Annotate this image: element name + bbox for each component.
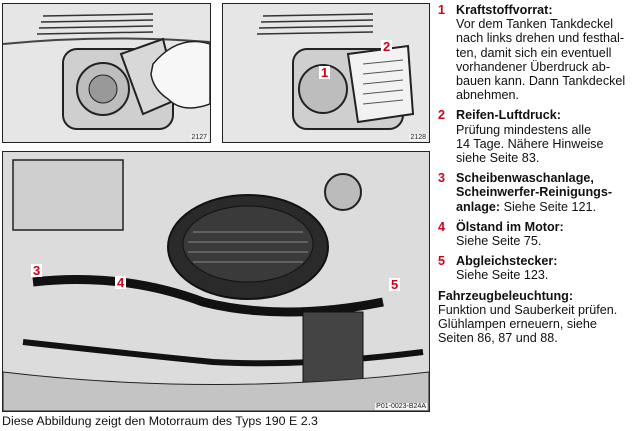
item-line: siehe Seite 83. — [456, 151, 540, 166]
item-number: 5 — [438, 254, 446, 269]
item-title: Reifen-Luftdruck: — [456, 108, 561, 123]
item-number: 1 — [438, 3, 446, 17]
item-line: vorhandener Überdruck ab- — [456, 59, 611, 74]
lighting-line: Funktion und Sauberkeit prüfen. — [438, 302, 618, 317]
item-line: nach links drehen und festhal- — [456, 31, 625, 46]
callout-2: 2 — [381, 39, 393, 54]
lighting-title: Fahrzeugbeleuchtung: — [438, 288, 574, 303]
item-title: Ölstand im Motor: — [456, 219, 564, 234]
instructions-column: 1 Kraftstoffvorrat: Vor dem Tanken Tankd… — [438, 3, 636, 345]
item-tire-pressure: 2 Reifen-Luftdruck: Prüfung mindestens a… — [438, 108, 636, 165]
item-fuel: 1 Kraftstoffvorrat: Vor dem Tanken Tankd… — [438, 3, 636, 102]
item-title: Scheibenwaschanlage, — [456, 171, 594, 186]
figure-number: 2128 — [409, 134, 427, 141]
item-title: anlage: — [456, 199, 501, 214]
item-line: Siehe Seite 75. — [456, 234, 542, 249]
item-number: 2 — [438, 108, 446, 123]
fuel-cap-illustration: 2127 — [2, 3, 211, 143]
item-line: 14 Tage. Nähere Hinweise — [456, 136, 604, 151]
item-line: ten, damit sich ein eventuell — [456, 45, 612, 60]
figure-number: 2127 — [190, 134, 208, 141]
item-title: Kraftstoffvorrat: — [456, 3, 553, 17]
item-oil-level: 4 Ölstand im Motor: Siehe Seite 75. — [438, 220, 636, 248]
tire-pressure-label-illustration: 1 2 2128 — [222, 3, 430, 143]
callout-4: 4 — [115, 275, 127, 290]
item-title: Scheinwerfer-Reinigungs- — [456, 185, 613, 200]
item-line: Siehe Seite 123. — [456, 268, 549, 283]
lighting-section: Fahrzeugbeleuchtung: Funktion und Sauber… — [438, 289, 636, 346]
lighting-line: Glühlampen erneuern, siehe — [438, 317, 597, 332]
item-line: Vor dem Tanken Tankdeckel — [456, 17, 614, 32]
figure-code: P01-0023-B24A — [375, 403, 427, 410]
item-adjustment-plug: 5 Abgleichstecker: Siehe Seite 123. — [438, 254, 636, 282]
engine-bay-drawing — [3, 152, 429, 411]
item-line: Siehe Seite 121. — [500, 199, 597, 214]
fuel-cap-drawing — [3, 4, 210, 142]
item-washer: 3 Scheibenwaschanlage, Scheinwerfer-Rein… — [438, 171, 636, 214]
callout-1: 1 — [319, 65, 331, 80]
item-line: Prüfung mindestens alle — [456, 122, 592, 137]
engine-bay-illustration: 3 4 5 P01-0023-B24A — [2, 151, 430, 412]
lighting-line: Seiten 86, 87 und 88. — [438, 331, 558, 346]
figure-caption: Diese Abbildung zeigt den Motorraum des … — [2, 414, 318, 428]
callout-3: 3 — [31, 263, 43, 278]
item-number: 4 — [438, 219, 446, 234]
fuel-cap-label-drawing — [223, 4, 429, 142]
item-line: bauen kann. Dann Tankdeckel — [456, 74, 626, 89]
callout-5: 5 — [389, 277, 401, 292]
item-title: Abgleichstecker: — [456, 254, 558, 269]
item-number: 3 — [438, 171, 446, 186]
item-line: abnehmen. — [456, 88, 520, 103]
